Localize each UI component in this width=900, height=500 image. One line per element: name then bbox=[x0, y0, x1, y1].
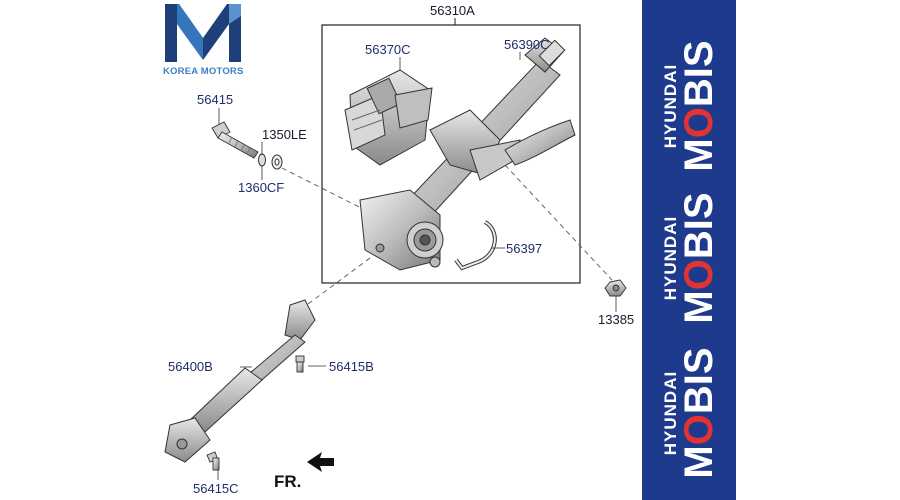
steering-column-drawing bbox=[164, 18, 627, 480]
label-56370C: 56370C bbox=[365, 42, 411, 57]
bolt-56415 bbox=[211, 121, 259, 159]
steering-column bbox=[359, 37, 576, 271]
label-56397: 56397 bbox=[506, 241, 543, 256]
bolt-56415B bbox=[295, 355, 305, 373]
label-leaders bbox=[217, 52, 617, 480]
watermark-1: HYUNDAI MOBIS bbox=[661, 40, 721, 172]
brand-name: KOREA MOTORS bbox=[163, 66, 244, 77]
label-13385: 13385 bbox=[598, 312, 635, 327]
watermark-2: HYUNDAI MOBIS bbox=[661, 192, 721, 324]
label-56390C: 56390C bbox=[504, 37, 550, 52]
label-56415: 56415 bbox=[197, 92, 234, 107]
front-direction-label: FR. bbox=[274, 472, 302, 491]
leader-lines bbox=[281, 164, 613, 311]
nut-13385 bbox=[604, 279, 627, 297]
watermark-3: HYUNDAI MOBIS bbox=[661, 347, 721, 479]
label-1350LE: 1350LE bbox=[262, 127, 307, 142]
assembly-frame bbox=[321, 24, 581, 284]
front-arrow bbox=[307, 452, 334, 472]
label-56415B: 56415B bbox=[329, 359, 374, 374]
intermediate-shaft bbox=[164, 299, 316, 463]
brand-watermark-band: HYUNDAI MOBIS HYUNDAI MOBIS HYUNDAI MOBI… bbox=[642, 0, 736, 500]
bolt-56415C bbox=[206, 451, 220, 471]
label-56415C: 56415C bbox=[193, 481, 239, 496]
label-56400B: 56400B bbox=[168, 359, 213, 374]
motor-unit bbox=[344, 69, 433, 166]
label-1360CF: 1360CF bbox=[238, 180, 285, 195]
korea-motors-logo bbox=[165, 4, 241, 62]
label-56310A: 56310A bbox=[430, 3, 475, 18]
